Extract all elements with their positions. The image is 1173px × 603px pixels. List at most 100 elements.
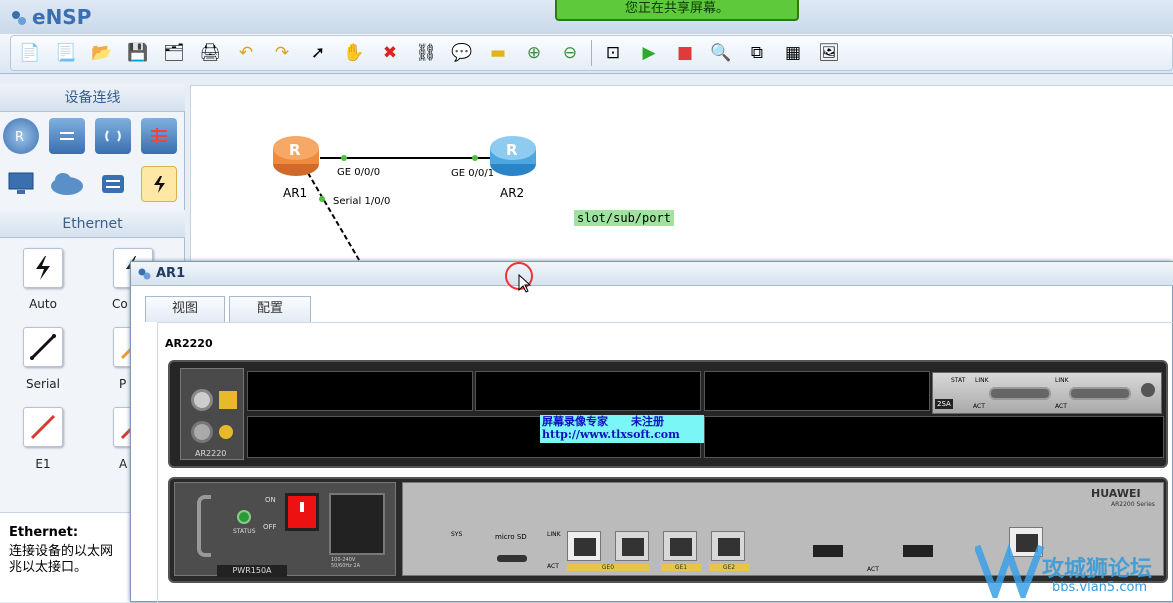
dialog-title: AR1: [156, 266, 186, 281]
cable-pos-label: P: [119, 377, 127, 391]
forum-watermark-text: 攻城狮论坛: [1042, 557, 1153, 582]
card-act-label-2: ACT: [1055, 403, 1067, 410]
power-on-label: ON: [265, 496, 276, 504]
fit-icon[interactable]: ⊡: [605, 43, 621, 63]
card-2sa[interactable]: 2SA STAT LINK ACT LINK ACT: [932, 372, 1162, 414]
card-act-label: ACT: [973, 403, 985, 410]
palette-icon[interactable]: ▬: [489, 43, 507, 63]
chassis-top-panel: AR2220 2SA STAT LINK ACT LINK ACT 屏幕录像专家…: [168, 360, 1168, 468]
card-link-label: LINK: [975, 377, 989, 384]
microsd-slot[interactable]: [497, 555, 527, 562]
toolbar-separator: [591, 40, 592, 66]
usb-port-2[interactable]: [903, 545, 933, 557]
status-label: STATUS: [233, 528, 256, 535]
screen-share-banner[interactable]: 您正在共享屏幕。: [555, 0, 799, 21]
status-led-icon: [237, 510, 251, 524]
ge-act-label: ACT: [547, 563, 559, 570]
pan-hand-icon[interactable]: ✋: [343, 43, 365, 63]
ge0-label: GE0: [567, 564, 649, 571]
new-lab-icon[interactable]: 📃: [55, 43, 77, 63]
router-ar1-icon[interactable]: R: [271, 134, 321, 181]
cable-auto-icon[interactable]: [23, 248, 63, 288]
cable-serial-label: Serial: [26, 377, 60, 391]
delete-link-icon[interactable]: ⛓: [415, 43, 437, 63]
svg-text:R: R: [289, 141, 301, 159]
brand-label: HUAWEI: [1091, 487, 1141, 500]
router-ar2-icon[interactable]: R: [488, 134, 538, 181]
zoom-in-icon[interactable]: ⊕: [526, 43, 542, 63]
switch-category-icon[interactable]: [49, 118, 85, 154]
ge1-port[interactable]: [663, 531, 697, 561]
cloud-category-icon[interactable]: [49, 166, 85, 202]
cable-category-icon[interactable]: [141, 166, 177, 202]
ground-connector-icon: [191, 389, 213, 411]
stop-icon[interactable]: ■: [676, 43, 694, 63]
slot-5[interactable]: [704, 416, 1164, 458]
series-label: AR2200 Series: [1111, 501, 1155, 508]
wireless-category-icon[interactable]: [95, 118, 131, 154]
tab-config[interactable]: 配置: [229, 296, 311, 322]
print-icon[interactable]: 🖨: [199, 43, 221, 63]
card-link-label-2: LINK: [1055, 377, 1069, 384]
ge2-port[interactable]: [711, 531, 745, 561]
microsd-label: micro SD: [495, 533, 527, 541]
usb-port-1[interactable]: [813, 545, 843, 557]
cable-serial-icon[interactable]: [23, 327, 63, 367]
screenshot-icon[interactable]: 🖼: [818, 43, 840, 63]
ge0-port[interactable]: [615, 531, 649, 561]
text-note-icon[interactable]: 💬: [451, 43, 473, 63]
forum-watermark-url: bbs.vlan5.com: [1052, 580, 1148, 595]
save-as-icon[interactable]: 🗂: [163, 43, 185, 63]
other-device-category-icon[interactable]: [95, 166, 131, 202]
port-label-ar2-ge: GE 0/0/1: [451, 168, 495, 179]
capture-icon[interactable]: 🔍: [710, 43, 732, 63]
view-panel: [157, 322, 1173, 603]
power-switch[interactable]: [285, 493, 319, 531]
new-topology-icon[interactable]: 📄: [19, 43, 41, 63]
router-category-icon[interactable]: R: [3, 118, 39, 154]
warning-sticker-icon: [219, 391, 237, 409]
cable-e1-icon[interactable]: [23, 407, 63, 447]
port-up-dot: [319, 196, 325, 202]
dialog-title-bar[interactable]: [131, 262, 1173, 286]
firewall-category-icon[interactable]: [141, 118, 177, 154]
serial-port-0[interactable]: [989, 387, 1051, 400]
pc-category-icon[interactable]: [3, 166, 39, 202]
canvas-text-note[interactable]: slot/sub/port: [574, 210, 674, 226]
node-ar2-label: AR2: [500, 186, 525, 200]
chassis-left-module: AR2220: [180, 368, 244, 460]
undo-icon[interactable]: ↶: [238, 43, 254, 63]
cable-auto-label: Auto: [29, 297, 57, 311]
select-icon[interactable]: ➚: [310, 43, 326, 63]
cable-atm-label: A: [119, 457, 128, 471]
card-screw-icon: [1141, 383, 1155, 397]
slot-2[interactable]: [475, 371, 701, 411]
zoom-out-icon[interactable]: ⊖: [562, 43, 578, 63]
cable-e1-label: E1: [35, 457, 51, 471]
start-icon[interactable]: ▶: [642, 43, 656, 63]
link-serial[interactable]: [307, 172, 363, 265]
slot-3[interactable]: [704, 371, 930, 411]
watermark-line-2: http://www.tlxsoft.com: [542, 428, 680, 441]
ensp-logo-icon: [10, 9, 28, 27]
description-title: Ethernet:: [9, 525, 79, 540]
power-handle-icon[interactable]: [197, 495, 211, 557]
cable-description: Ethernet: 连接设备的以太网 兆以太接口。: [0, 512, 132, 602]
tab-view[interactable]: 视图: [145, 296, 225, 322]
power-socket-icon[interactable]: [329, 493, 385, 555]
mgmt-rj45-port[interactable]: [1009, 527, 1043, 557]
redo-icon[interactable]: ↷: [274, 43, 290, 63]
watermark-line-1: 屏幕录像专家 未注册: [542, 415, 664, 428]
grid-icon[interactable]: ▦: [784, 43, 802, 63]
serial-port-1[interactable]: [1069, 387, 1131, 400]
port-up-dot: [472, 155, 478, 161]
console-rj45-port[interactable]: [567, 531, 601, 561]
console-port-icon[interactable]: [191, 421, 213, 443]
topology-icon[interactable]: ⧉: [750, 43, 764, 63]
open-icon[interactable]: 📂: [91, 43, 113, 63]
forum-logo-icon: [973, 538, 1045, 603]
save-icon[interactable]: 💾: [127, 43, 149, 63]
slot-1[interactable]: [247, 371, 473, 411]
delete-icon[interactable]: ✖: [382, 43, 398, 63]
chassis-model-label: AR2220: [195, 449, 227, 458]
